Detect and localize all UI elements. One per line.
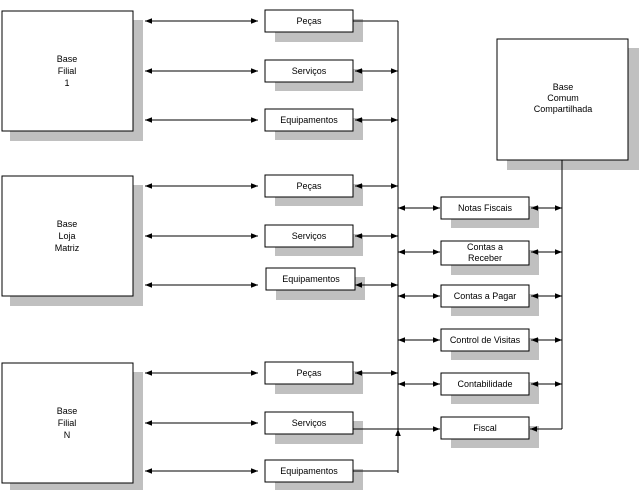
shared-module-control-visitas: Control de Visitas <box>440 328 530 352</box>
shared-module-notas-fiscais: Notas Fiscais <box>440 196 530 220</box>
module-label: Equipamentos <box>282 274 340 284</box>
module-filial1-servicos: Serviços <box>264 59 354 83</box>
module-label: Equipamentos <box>280 466 338 476</box>
module-matriz-equipamentos: Equipamentos <box>265 267 356 291</box>
db-filialn-line3: N <box>64 430 71 440</box>
shared-module-contas-pagar: Contas a Pagar <box>440 284 530 308</box>
shared-module-label: Control de Visitas <box>450 335 521 345</box>
shared-module-label-line1: Contas a <box>467 242 503 252</box>
connectors <box>145 18 563 474</box>
database-filial-n: Base Filial N <box>1 362 134 484</box>
db-comum-line2: Comum <box>547 93 579 103</box>
shared-module-label: Fiscal <box>473 423 497 433</box>
db-filial1-line1: Base <box>57 54 78 64</box>
db-filialn-line1: Base <box>57 406 78 416</box>
db-matriz-line3: Matriz <box>55 243 80 253</box>
module-filialn-servicos: Serviços <box>264 411 354 435</box>
module-filialn-pecas: Peças <box>264 361 354 385</box>
db-filial1-line2: Filial <box>58 66 77 76</box>
module-label: Peças <box>296 368 322 378</box>
module-label: Serviços <box>292 418 327 428</box>
module-label: Serviços <box>292 66 327 76</box>
shared-module-contas-receber: Contas a Receber <box>440 240 530 266</box>
db-matriz-line1: Base <box>57 219 78 229</box>
db-matriz-line2: Loja <box>58 231 75 241</box>
database-filial-1: Base Filial 1 <box>1 10 134 132</box>
shared-module-label: Notas Fiscais <box>458 203 513 213</box>
module-matriz-servicos: Serviços <box>264 224 354 248</box>
shared-module-label-line2: Receber <box>468 253 502 263</box>
db-filial1-line3: 1 <box>64 78 69 88</box>
module-filial1-equipamentos: Equipamentos <box>264 108 354 132</box>
database-loja-matriz: Base Loja Matriz <box>1 175 134 297</box>
database-comum-compartilhada: Base Comum Compartilhada <box>496 38 629 161</box>
shared-module-contabilidade: Contabilidade <box>440 372 530 396</box>
module-label: Serviços <box>292 231 327 241</box>
shared-module-label: Contas a Pagar <box>454 291 517 301</box>
db-comum-line3: Compartilhada <box>534 104 593 114</box>
module-label: Peças <box>296 16 322 26</box>
db-filialn-line2: Filial <box>58 418 77 428</box>
shared-module-fiscal: Fiscal <box>440 416 530 440</box>
module-matriz-pecas: Peças <box>264 174 354 198</box>
module-label: Peças <box>296 181 322 191</box>
db-comum-line1: Base <box>553 82 574 92</box>
module-label: Equipamentos <box>280 115 338 125</box>
shared-module-label: Contabilidade <box>457 379 512 389</box>
module-filialn-equipamentos: Equipamentos <box>264 459 354 483</box>
module-filial1-pecas: Peças <box>264 9 354 33</box>
